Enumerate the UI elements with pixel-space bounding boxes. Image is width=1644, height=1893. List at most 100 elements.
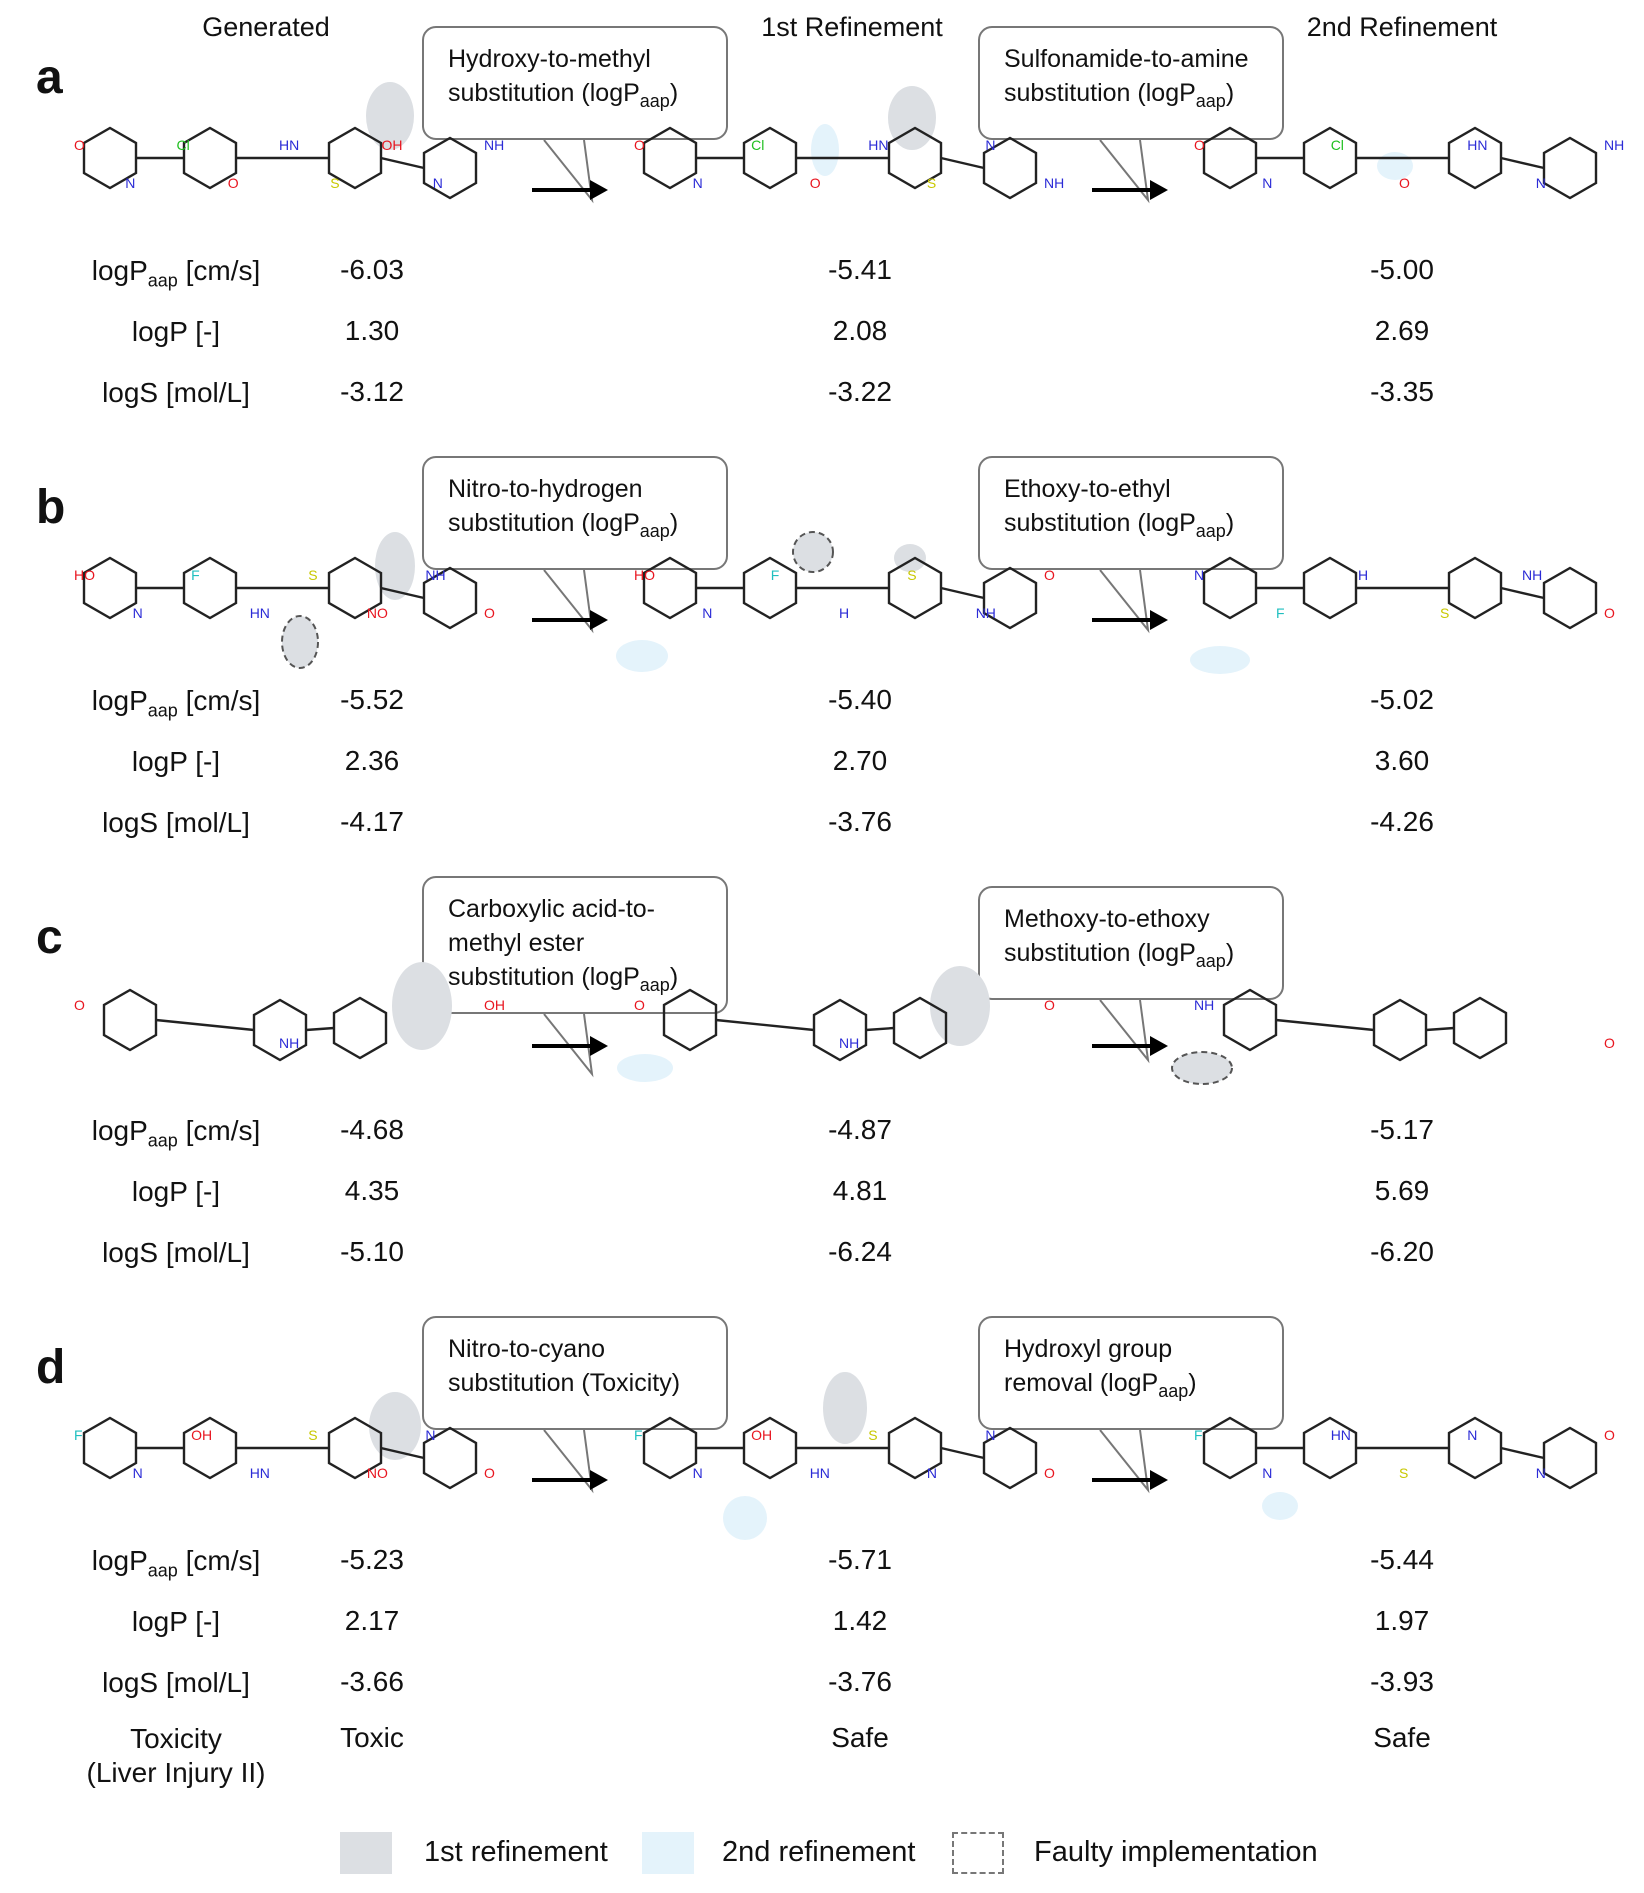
property-value: 2.08 [832,315,888,346]
label-logp: logP [-] [131,1176,221,1207]
bubble-tail [1099,139,1150,204]
atom-label: S [330,175,339,191]
atom-label: O [634,997,645,1013]
property-value: -6.24 [828,1236,892,1267]
bubble-text-subscript: aap [1195,91,1226,111]
atom-label: O [228,175,239,191]
label-logp: logP [-] [131,316,221,347]
property-value: 2.70 [832,745,888,776]
atom-label: S [868,1427,877,1443]
bubble-text-suffix: ) [669,963,679,991]
atom-label: NH [1194,997,1214,1013]
atom-label: NH [484,137,504,153]
atom-label: F [1194,1427,1203,1443]
atom-label: O [1399,175,1410,191]
bubble-text-line: substitution (logPaap) [1004,76,1258,118]
bubble-tail [543,569,594,634]
atom-label: NH [1522,567,1542,583]
atom-label: N [1467,1427,1477,1443]
atom-label: HO [634,567,655,583]
bubble-text-line: substitution (logPaap) [1004,506,1258,548]
atom-label: O [1044,567,1055,583]
bubble-tail [543,139,594,204]
panel-letter-d: d [36,1341,66,1394]
bubble-text-suffix: ) [1225,79,1235,107]
property-value: -5.52 [340,684,404,715]
atom-label: O [74,997,85,1013]
property-value: -4.26 [1370,806,1434,837]
atom-label: OH [191,1427,212,1443]
property-value: -5.23 [340,1544,404,1575]
atom-label: N [425,1427,435,1443]
bubble-text-subscript: aap [1195,521,1226,541]
label-logs: logS [mol/L] [102,377,250,408]
bubble-text-prefix: substitution (logP [448,509,640,537]
atom-label: NH [976,605,996,621]
atom-label: Cl [177,137,190,153]
atom-label: S [308,567,317,583]
property-value: 4.35 [344,1175,400,1206]
reaction-arrow-icon [1092,180,1168,200]
atom-label: S [308,1427,317,1443]
atom-label: F [191,567,200,583]
atom-label: HO [74,567,95,583]
atom-label: NO [367,605,388,621]
property-value: 1.30 [344,315,400,346]
label-logs: logS [mol/L] [102,1667,250,1698]
atom-label: O [1194,137,1205,153]
bubble-text-prefix: substitution (logP [1004,939,1196,967]
bubble-text-line: substitution (logPaap) [1004,936,1258,978]
atom-label: O [810,175,821,191]
bubble-text-suffix: ) [1188,1369,1197,1397]
atom-label: N [125,175,135,191]
label-logpaap: logPaap [cm/s] [56,1114,296,1158]
property-value: Toxic [340,1722,404,1753]
atom-label: N [1262,1465,1272,1481]
reaction-arrow-icon [532,610,608,630]
property-value: 2.17 [344,1605,400,1636]
legend-swatch-first [340,1832,392,1874]
property-value: -6.20 [1370,1236,1434,1267]
property-value: 2.36 [344,745,400,776]
panel-letter-c: c [36,911,63,964]
atom-label: HN [868,137,888,153]
atom-label: N [133,1465,143,1481]
property-value: -3.35 [1370,376,1434,407]
property-value: 4.81 [832,1175,888,1206]
column-heading-first-refinement: 1st Refinement [761,12,943,42]
property-value: -5.17 [1370,1114,1434,1145]
bubble-tail [543,1429,594,1494]
property-value: -3.66 [340,1666,404,1697]
property-value: -5.00 [1370,254,1434,285]
atom-label: NH [279,1035,299,1051]
atom-label: HN [279,137,299,153]
reaction-arrow-icon [532,1470,608,1490]
atom-label: N [1536,1465,1546,1481]
atom-label: F [74,1427,83,1443]
atom-label: NH [839,1035,859,1051]
bubble-text-line: substitution (logPaap) [448,76,702,118]
atom-label: HN [1331,1427,1351,1443]
label-text: [cm/s] [177,1115,261,1146]
atom-label: N [985,1427,995,1443]
atom-label: O [1604,1035,1615,1051]
label-logpaap: logPaap [cm/s] [56,1544,296,1588]
molecule-structure-c-3: NH O [1171,988,1615,1085]
atom-label: OH [382,137,403,153]
label-text: logP [91,1115,148,1146]
reaction-arrow-icon [1092,1036,1168,1056]
property-value: -6.03 [340,254,404,285]
label-text: [cm/s] [177,255,261,286]
